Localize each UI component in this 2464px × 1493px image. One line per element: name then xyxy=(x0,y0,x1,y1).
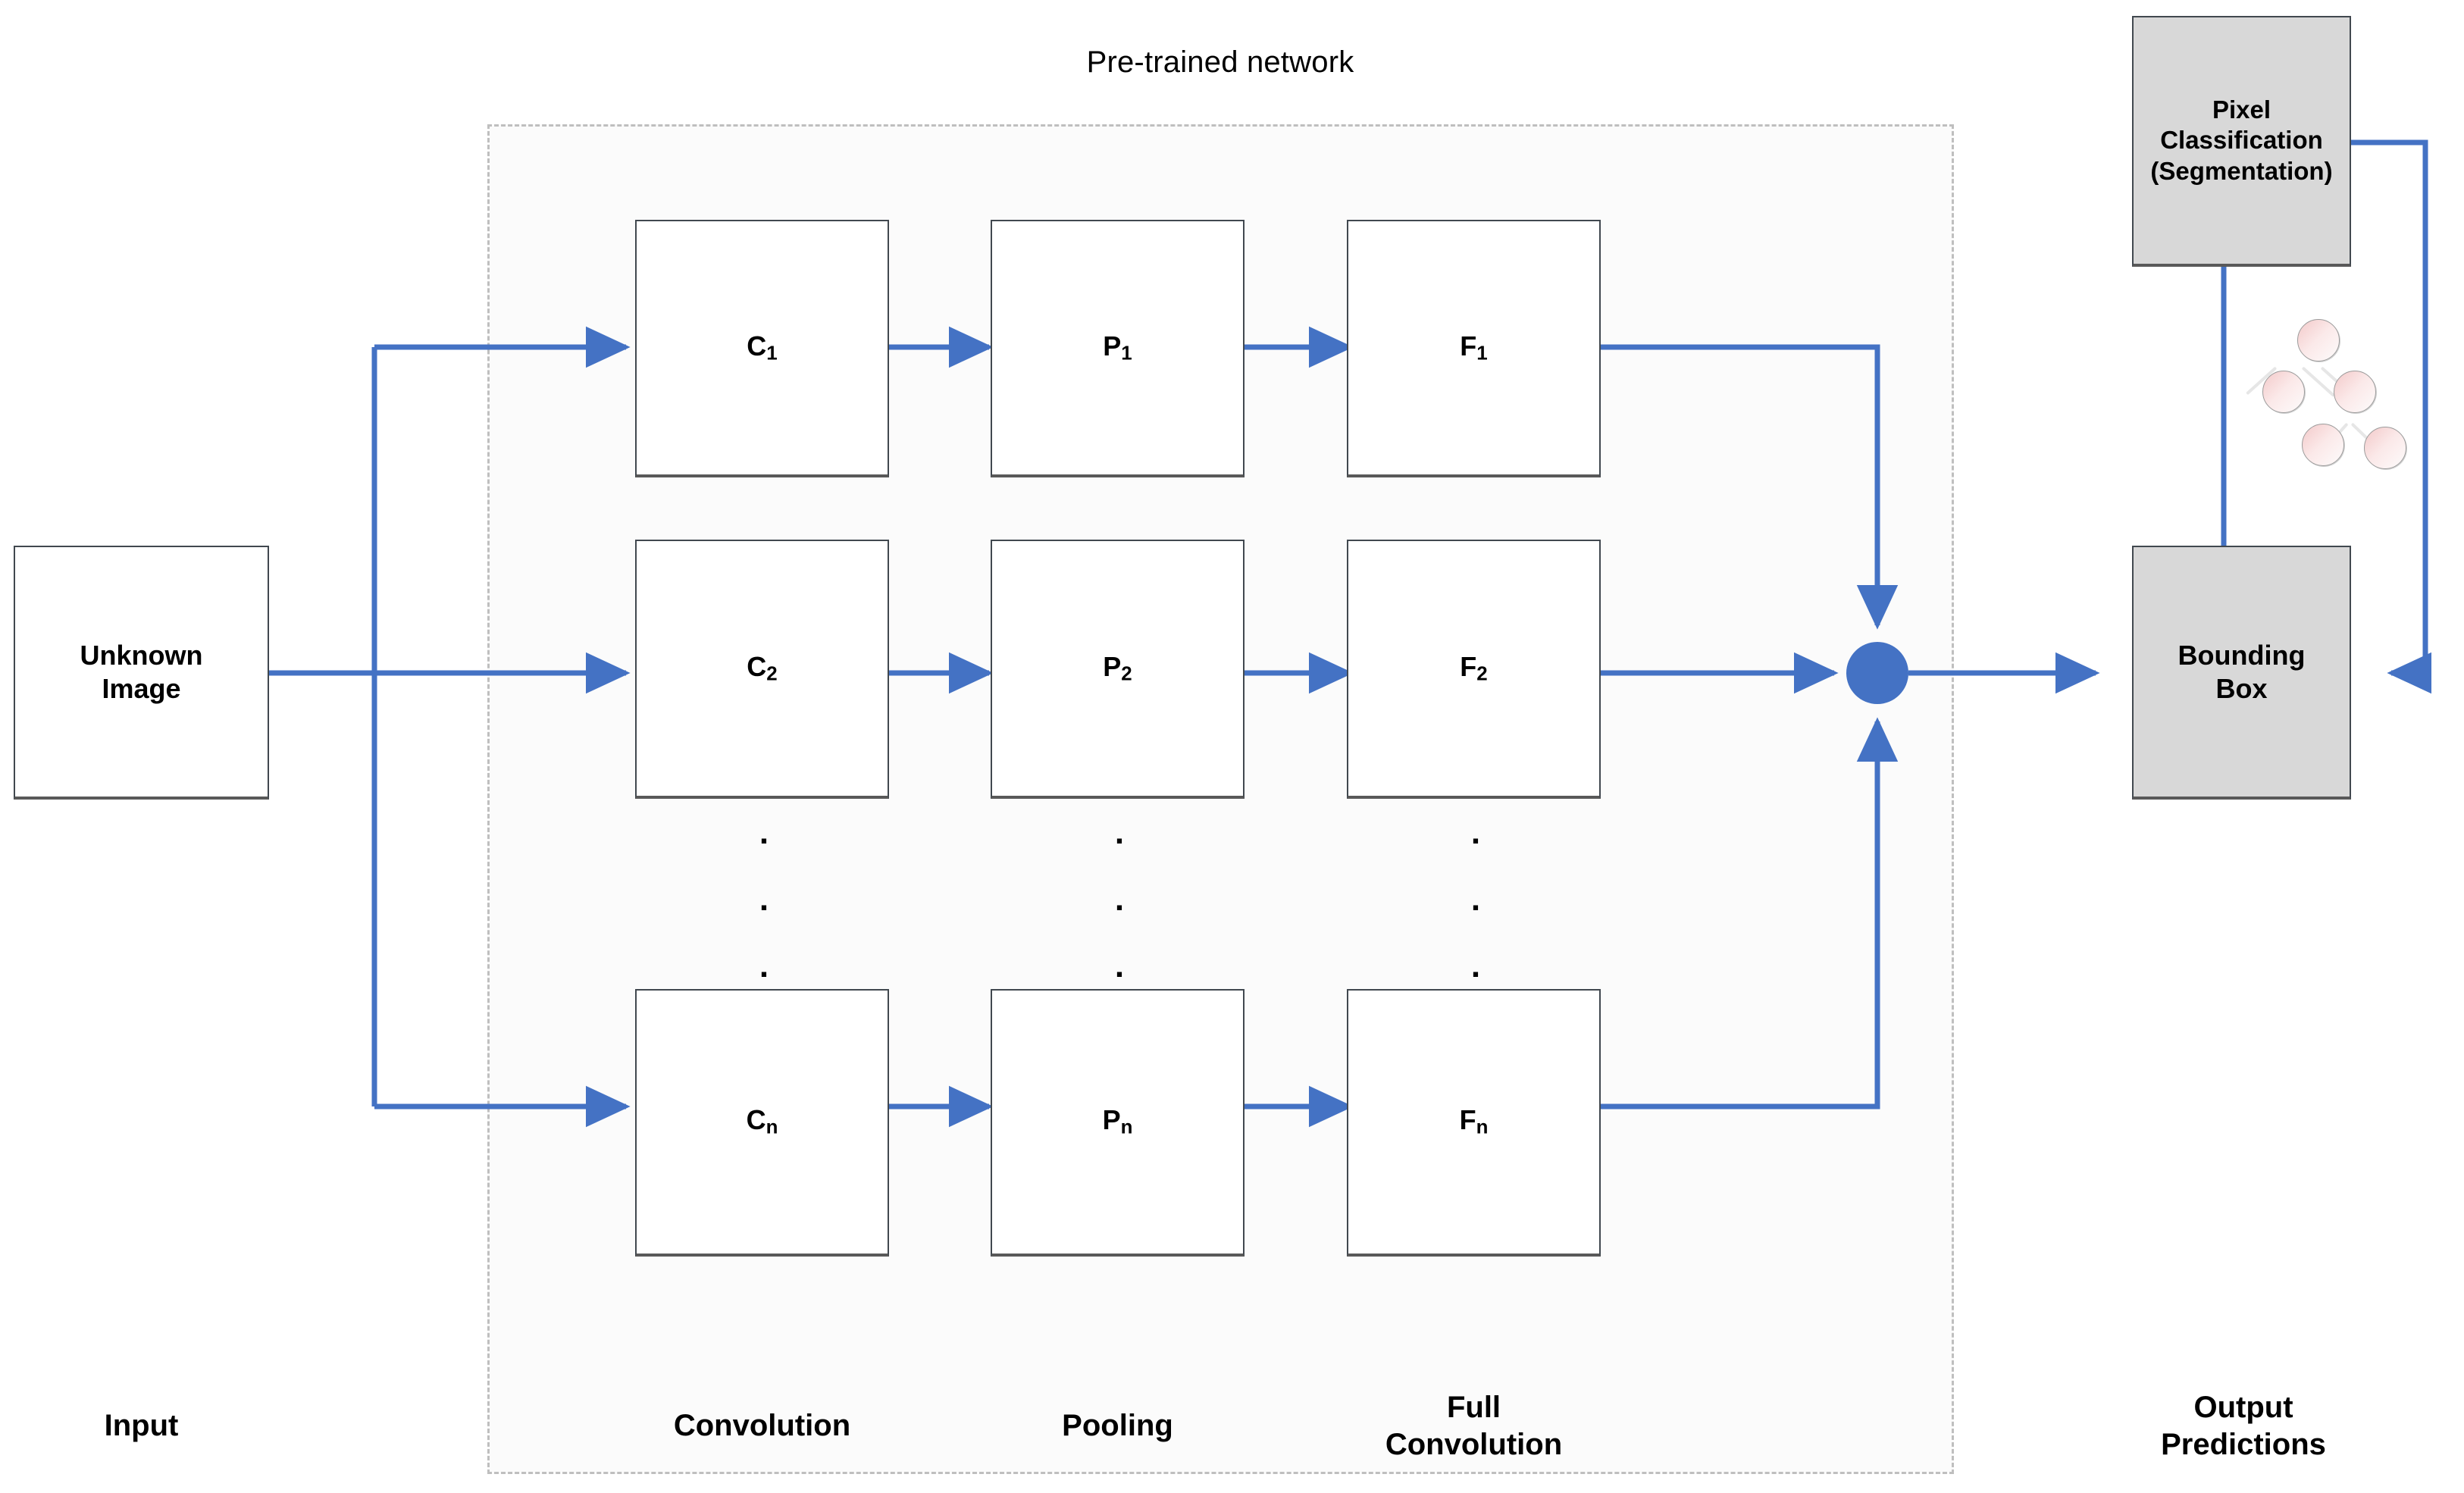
conv-box-c1[interactable]: C1 xyxy=(635,220,889,477)
full-conv-box-f1-label: F1 xyxy=(1460,330,1488,365)
ellipsis-pooling-column: . . . xyxy=(1114,814,1125,984)
tree-node-leaf-2 xyxy=(2364,427,2406,469)
unknown-image-line1: Unknown xyxy=(80,639,203,671)
full-conv-box-fn-label: Fn xyxy=(1459,1104,1489,1139)
conv-box-cn[interactable]: Cn xyxy=(635,989,889,1257)
ellipsis-convolution-column: . . . xyxy=(759,814,769,984)
pixel-classification-box[interactable]: Pixel Classification (Segmentation) xyxy=(2132,16,2351,267)
caption-pooling: Pooling xyxy=(1062,1409,1173,1442)
conv-box-c2-label: C2 xyxy=(747,650,778,685)
unknown-image-line2: Image xyxy=(102,672,181,704)
conv-box-c1-label: C1 xyxy=(747,330,778,365)
conv-box-c2[interactable]: C2 xyxy=(635,540,889,799)
full-conv-box-f1[interactable]: F1 xyxy=(1347,220,1601,477)
caption-full-convolution: Full Convolution xyxy=(1385,1391,1563,1461)
full-conv-box-f2[interactable]: F2 xyxy=(1347,540,1601,799)
tree-node-root xyxy=(2297,319,2340,362)
caption-output-predictions: Output Predictions xyxy=(2161,1391,2326,1461)
tree-node-right xyxy=(2334,371,2376,413)
pre-trained-network-title: Pre-trained network xyxy=(1086,45,1354,79)
pool-box-p2-label: P2 xyxy=(1103,650,1132,685)
pool-box-p2[interactable]: P2 xyxy=(991,540,1245,799)
caption-convolution: Convolution xyxy=(673,1409,851,1442)
bounding-box-line2: Box xyxy=(2215,672,2268,704)
pixel-classification-line3: (Segmentation) xyxy=(2150,156,2333,185)
pool-box-pn-label: Pn xyxy=(1102,1104,1133,1139)
conv-box-cn-label: Cn xyxy=(746,1104,778,1139)
pool-box-p1-label: P1 xyxy=(1103,330,1132,365)
bounding-box-line1: Bounding xyxy=(2178,639,2306,671)
full-conv-box-fn[interactable]: Fn xyxy=(1347,989,1601,1257)
decision-tree-icon xyxy=(2246,307,2414,481)
ellipsis-full-convolution-column: . . . xyxy=(1470,814,1481,984)
pixel-classification-line2: Classification xyxy=(2160,126,2323,155)
caption-input: Input xyxy=(104,1409,179,1442)
pixel-classification-line1: Pixel xyxy=(2212,95,2271,124)
full-conv-box-f2-label: F2 xyxy=(1460,650,1488,685)
tree-node-leaf-1 xyxy=(2302,424,2344,466)
unknown-image-box[interactable]: Unknown Image xyxy=(14,546,269,800)
pool-box-p1[interactable]: P1 xyxy=(991,220,1245,477)
bounding-box-box[interactable]: Bounding Box xyxy=(2132,546,2351,800)
pool-box-pn[interactable]: Pn xyxy=(991,989,1245,1257)
merge-node[interactable] xyxy=(1846,642,1908,704)
tree-node-left xyxy=(2262,371,2305,413)
